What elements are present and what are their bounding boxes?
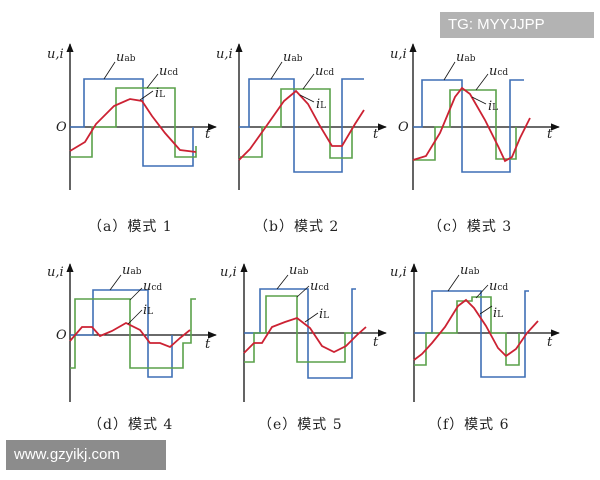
x-axis-label: t xyxy=(205,127,211,142)
u-ab-pointer xyxy=(103,61,116,80)
u-cd-label: ucd xyxy=(143,279,162,294)
u-ab-pointer xyxy=(109,274,122,291)
u-ab-waveform xyxy=(413,79,524,173)
u-cd-label: ucd xyxy=(489,279,508,294)
i-L-waveform xyxy=(412,86,531,163)
origin-label: O xyxy=(56,120,67,135)
x-axis-label: t xyxy=(373,127,379,142)
i-L-pointer xyxy=(127,309,143,325)
u-ab-label: uab xyxy=(460,263,480,278)
u-cd-pointer xyxy=(296,285,310,298)
x-axis-label: t xyxy=(547,335,553,350)
u-ab-label: uab xyxy=(122,263,142,278)
x-axis-label: t xyxy=(547,127,553,142)
u-ab-label: uab xyxy=(456,50,476,65)
u-cd-waveform xyxy=(239,88,353,159)
u-ab-pointer xyxy=(447,274,460,292)
i-L-label: iL xyxy=(316,97,326,112)
i-L-label: iL xyxy=(155,86,165,101)
u-ab-label: uab xyxy=(116,50,136,65)
u-cd-waveform xyxy=(70,298,196,369)
u-cd-label: ucd xyxy=(489,64,508,79)
y-axis-label: u,i xyxy=(220,265,237,280)
panel-caption: （d）模式 4 xyxy=(88,417,173,433)
i-L-label: iL xyxy=(319,307,329,322)
y-axis-label: u,i xyxy=(47,47,64,62)
i-L-label: iL xyxy=(493,306,503,321)
i-L-pointer xyxy=(139,90,154,101)
u-ab-waveform xyxy=(239,78,364,173)
watermark-website: www.gzyikj.com xyxy=(6,440,166,470)
panel-f: u,i t uab ucd iL （f）模式 6 xyxy=(390,263,560,433)
x-axis-label: t xyxy=(373,335,379,350)
i-L-pointer xyxy=(479,305,493,315)
u-cd-pointer xyxy=(475,73,489,91)
i-L-waveform xyxy=(413,298,539,361)
watermark-telegram: TG: MYYJJPP xyxy=(440,12,594,38)
panel-caption: （b）模式 2 xyxy=(254,219,339,235)
u-ab-waveform xyxy=(414,290,529,378)
u-cd-label: ucd xyxy=(310,279,329,294)
y-axis-label: u,i xyxy=(390,265,407,280)
u-ab-waveform xyxy=(244,288,356,379)
i-L-pointer xyxy=(471,96,487,105)
panel-b: u,i t uab ucd iL （b）模式 2 xyxy=(216,43,387,235)
i-L-waveform xyxy=(69,98,197,153)
panel-e: u,i t uab ucd iL （e）模式 5 xyxy=(220,263,387,433)
i-L-waveform xyxy=(243,316,367,354)
u-ab-waveform xyxy=(70,289,173,378)
u-cd-waveform xyxy=(414,296,520,366)
u-cd-pointer xyxy=(475,284,489,299)
u-ab-label: uab xyxy=(283,50,303,65)
y-axis-label: u,i xyxy=(216,47,233,62)
x-axis-label: t xyxy=(205,337,211,352)
u-cd-label: ucd xyxy=(159,64,178,79)
panel-caption: （f）模式 6 xyxy=(428,417,510,433)
i-L-pointer xyxy=(299,94,315,103)
u-cd-label: ucd xyxy=(315,64,334,79)
i-L-waveform xyxy=(238,89,365,161)
i-L-waveform xyxy=(69,321,191,349)
i-L-label: iL xyxy=(488,99,498,114)
origin-label: O xyxy=(56,328,67,343)
u-ab-waveform xyxy=(70,78,194,167)
u-ab-pointer xyxy=(443,61,456,81)
u-ab-pointer xyxy=(276,274,289,290)
panel-caption: （c）模式 3 xyxy=(428,219,512,235)
panel-caption: （e）模式 5 xyxy=(258,417,343,433)
panel-a: u,i t O uab ucd iL （a）模式 1 xyxy=(47,43,217,235)
u-cd-pointer xyxy=(302,73,315,90)
panel-d: u,i t O uab ucd iL （d）模式 4 xyxy=(47,263,217,433)
u-ab-label: uab xyxy=(289,263,309,278)
y-axis-label: u,i xyxy=(390,47,407,62)
u-cd-pointer xyxy=(129,287,143,301)
origin-label: O xyxy=(398,120,409,135)
panel-c: u,i t O uab ucd iL （c）模式 3 xyxy=(390,43,560,235)
u-cd-waveform xyxy=(70,87,197,158)
u-cd-pointer xyxy=(146,73,159,89)
i-L-pointer xyxy=(304,312,319,323)
panel-caption: （a）模式 1 xyxy=(88,219,173,235)
i-L-label: iL xyxy=(143,303,153,318)
y-axis-label: u,i xyxy=(47,265,64,280)
u-ab-pointer xyxy=(270,61,283,80)
